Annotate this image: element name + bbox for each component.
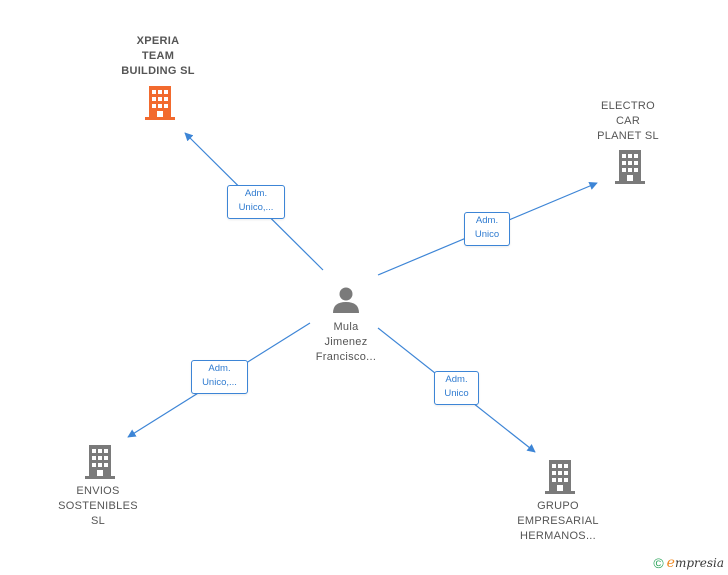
edge-label-line: Adm. [244,188,268,199]
company-name-line: HERMANOS... [519,530,597,542]
copyright-icon: © [653,555,664,571]
company-name-line: CAR [615,115,641,127]
edge-label-xperia[interactable]: Adm. Unico,... [227,185,285,219]
person-name-line: Francisco... [315,351,377,363]
company-name-line: SOSTENIBLES [58,500,138,512]
company-label-grupo[interactable]: GRUPO EMPRESARIAL HERMANOS... [508,499,608,544]
company-name-line: ENVIOS [76,485,120,497]
company-label-envios[interactable]: ENVIOS SOSTENIBLES SL [48,484,148,529]
company-name-line: PLANET SL [597,130,659,142]
edge-label-line: Adm. [445,374,468,385]
building-icon[interactable] [144,86,176,120]
edge-label-electro[interactable]: Adm. Unico [464,212,510,246]
brand-logo-initial: e [666,555,675,571]
company-name-line: EMPRESARIAL [517,515,599,527]
company-label-xperia[interactable]: XPERIA TEAM BUILDING SL [108,34,208,79]
edge-label-grupo[interactable]: Adm. Unico [434,371,479,405]
edge-label-line: Adm. [475,215,499,226]
person-name-label[interactable]: Mula Jimenez Francisco... [296,320,396,365]
company-name-line: BUILDING SL [121,65,195,77]
company-name-line: ELECTRO [600,100,656,112]
company-label-electro[interactable]: ELECTRO CAR PLANET SL [578,99,678,144]
edge-label-envios[interactable]: Adm. Unico,... [191,360,248,394]
person-name-line: Mula [333,321,359,333]
company-name-line: GRUPO [537,500,579,512]
person-icon[interactable] [331,285,361,315]
building-icon[interactable] [614,150,646,184]
brand-logo-text: mpresia [674,556,724,570]
edge-label-line: Unico,... [238,202,274,213]
edge-label-line: Adm. [208,363,231,374]
company-name-line: TEAM [141,50,175,62]
company-name-line: SL [90,515,106,527]
building-icon[interactable] [84,445,116,479]
person-name-line: Jimenez [324,336,368,348]
copyright-watermark: © empresia [653,555,724,571]
brand-logo: empresia [667,555,724,571]
edge-label-line: Unico [444,388,469,399]
building-icon[interactable] [544,460,576,494]
edge-label-line: Unico,... [202,377,237,388]
company-name-line: XPERIA [136,35,180,47]
edge-label-line: Unico [474,229,500,240]
